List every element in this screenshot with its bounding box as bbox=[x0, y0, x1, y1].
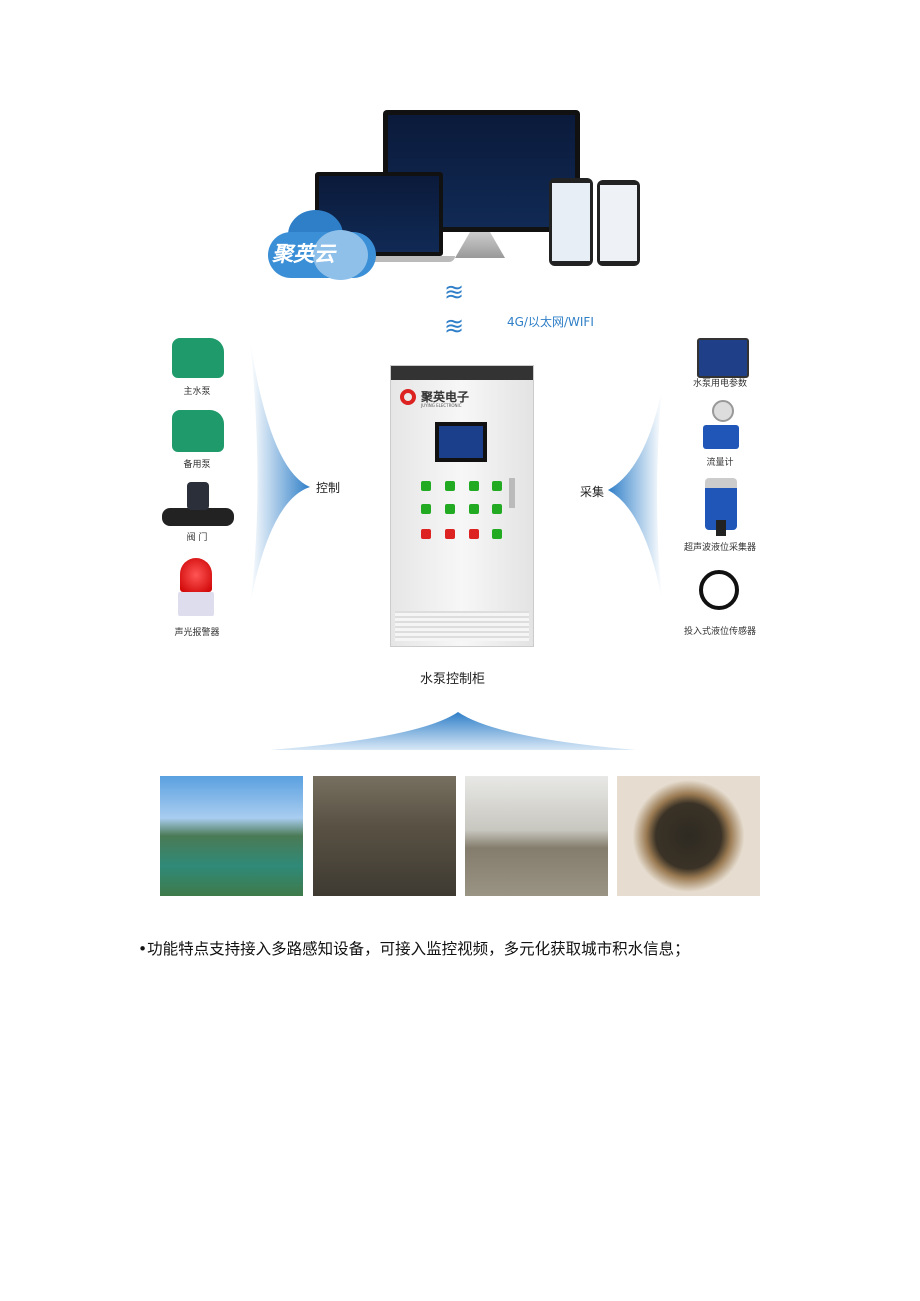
valve-image bbox=[162, 508, 234, 526]
network-label: 4G/以太网/WIFI bbox=[507, 315, 594, 329]
collect-arrow-shape bbox=[608, 390, 662, 600]
cabinet-label: 水泵控制柜 bbox=[420, 672, 486, 687]
main-pump-image bbox=[172, 338, 224, 378]
wifi-icon: ≋ bbox=[444, 278, 465, 306]
backup-pump-label: 备用泵 bbox=[183, 460, 211, 470]
flooded-road-photo bbox=[465, 776, 608, 896]
backup-pump-image bbox=[172, 410, 224, 452]
monitor-stand bbox=[455, 232, 505, 258]
manhole-sensor-photo bbox=[617, 776, 760, 896]
touch-screen bbox=[435, 422, 487, 462]
brand-logo-icon bbox=[400, 389, 416, 405]
flowmeter-label: 流量计 bbox=[706, 458, 734, 468]
cabinet-brand-en: JUYING ELECTRONIC bbox=[421, 403, 462, 408]
control-arrow-shape bbox=[250, 340, 310, 605]
pump-control-cabinet: 聚英电子 JUYING ELECTRONIC bbox=[390, 365, 534, 647]
river-photo bbox=[160, 776, 303, 896]
power-meter-image bbox=[697, 338, 749, 378]
submersible-sensor-label: 投入式液位传感器 bbox=[683, 627, 756, 637]
laptop-base bbox=[305, 256, 455, 262]
alarm-image bbox=[180, 558, 212, 592]
bottom-arc-shape bbox=[270, 712, 636, 750]
collect-label: 采集 bbox=[580, 485, 605, 499]
control-label: 控制 bbox=[316, 481, 341, 495]
flowmeter-image bbox=[712, 400, 734, 422]
phone bbox=[549, 178, 593, 266]
valve-label: 阀 门 bbox=[186, 533, 208, 543]
cloud-logo: 聚英云 bbox=[268, 210, 376, 280]
cabinet-brand: 聚英电子 bbox=[421, 390, 470, 404]
feature-bullet-text: •功能特点支持接入多路感知设备，可接入监控视频，多元化获取城市积水信息； bbox=[138, 940, 690, 958]
submersible-sensor-image bbox=[699, 570, 739, 610]
wifi-icon: ≋ bbox=[444, 312, 465, 340]
main-pump-label: 主水泵 bbox=[183, 387, 211, 397]
power-meter-label: 水泵用电参数 bbox=[692, 379, 747, 389]
ultrasonic-level-label: 超声波液位采集器 bbox=[683, 543, 756, 553]
alarm-label: 声光报警器 bbox=[174, 628, 220, 638]
phone bbox=[597, 180, 640, 266]
flow-shapes bbox=[250, 340, 662, 605]
flooded-street-photo bbox=[313, 776, 456, 896]
